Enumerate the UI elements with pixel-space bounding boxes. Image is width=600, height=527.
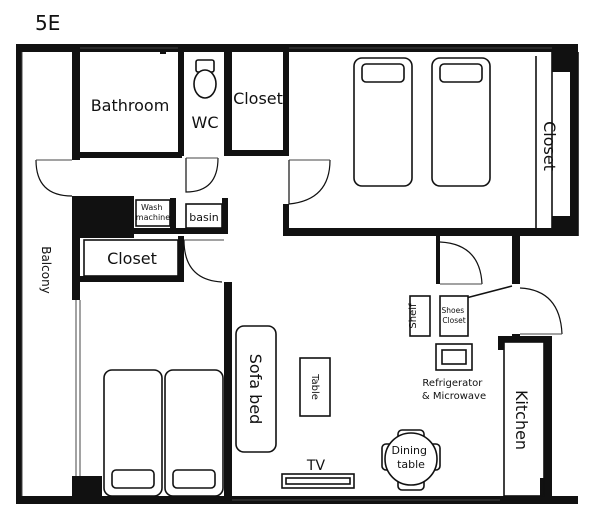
closet-top-label: Closet [233,89,283,108]
dining-table [381,429,441,491]
tv [281,473,355,489]
wc-label: WC [192,113,219,132]
unit-label: 5E [35,11,60,35]
refrigerator-label: Refrigerator & Microwave [422,378,486,402]
shelf-label: Shelf [408,303,419,329]
wash-machine-label: Wash machine [136,203,170,222]
basin [185,203,223,229]
bathroom-label: Bathroom [91,96,170,115]
shelf [409,295,431,337]
toilet-icon [193,59,217,99]
table [299,357,331,417]
refrigerator [435,343,473,371]
bed-top-right [431,57,491,187]
bed-top-left [353,57,413,187]
tv-label: TV [306,458,326,474]
wash-machine [135,199,171,227]
basin-label: basin [189,211,219,224]
doors [35,157,563,335]
partitions [21,47,579,501]
kitchen-label: Kitchen [512,390,531,450]
shoes-closet-label: Shoes Closet [441,306,466,325]
closet-left-label: Closet [107,249,157,268]
bed-bottom-right [164,369,224,497]
table-label: Table [309,373,320,400]
bed-bottom-left [103,369,163,497]
shoes-closet [439,295,469,337]
dining-table-label: Dining table [391,444,430,471]
sofa-bed-label: Sofa bed [246,354,265,425]
balcony-label: Balcony [39,246,53,294]
closet-right-label: Closet [540,121,559,171]
sofa-bed [235,325,277,453]
